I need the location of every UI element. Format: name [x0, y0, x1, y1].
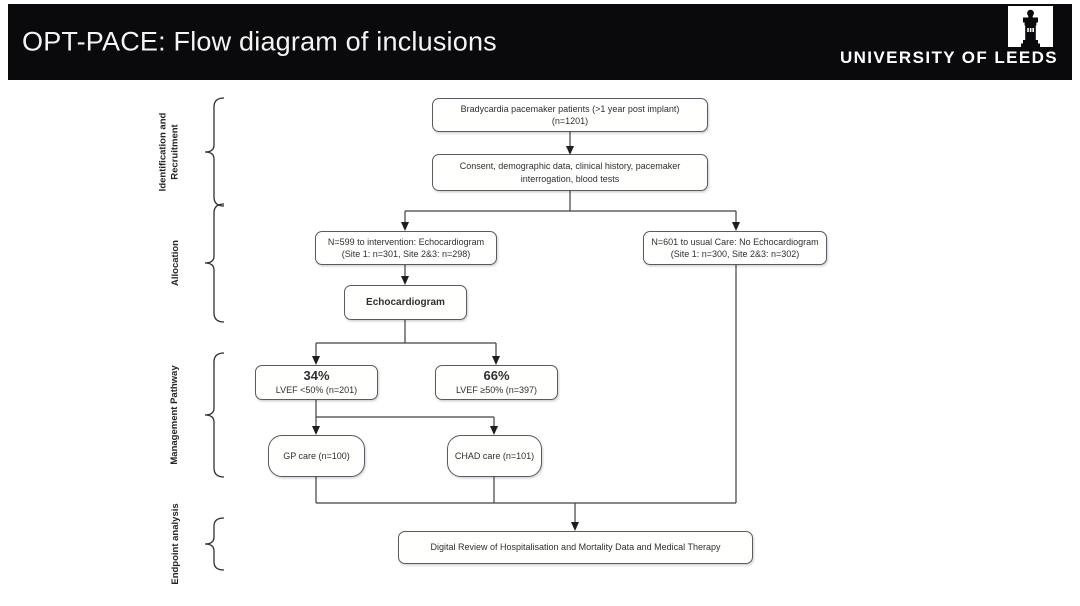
university-name: UNIVERSITY OF LEEDS: [839, 48, 1058, 67]
box-echocardiogram: Echocardiogram: [344, 285, 467, 320]
stage-label-endpoint: Endpoint analysis: [169, 503, 181, 585]
box-lvef-above-50: 66% LVEF ≥50% (n=397): [435, 365, 558, 400]
box-consent: Consent, demographic data, clinical hist…: [432, 154, 708, 191]
stage-label-identification: Identification and Recruitment: [157, 112, 181, 192]
box-digital-review: Digital Review of Hospitalisation and Mo…: [398, 531, 753, 564]
brace-management-icon: [204, 352, 225, 478]
box-chad-care: CHAD care (n=101): [447, 435, 542, 477]
stage-label-management: Management Pathway: [168, 365, 180, 465]
brace-identification-icon: [204, 97, 225, 207]
box-lvef-below-50: 34% LVEF <50% (n=201): [255, 365, 378, 400]
header-bar: OPT-PACE: Flow diagram of inclusions UNI…: [8, 4, 1072, 80]
box-intervention-echo: N=599 to intervention: Echocardiogram (S…: [315, 231, 497, 265]
leeds-tower-icon: [1021, 9, 1040, 47]
stage-label-allocation: Allocation: [169, 240, 181, 286]
box-usual-care: N=601 to usual Care: No Echocardiogram (…: [643, 231, 827, 265]
brace-endpoint-icon: [204, 517, 225, 571]
brace-allocation-icon: [204, 203, 225, 323]
box-gp-care: GP care (n=100): [268, 435, 365, 477]
page-title: OPT-PACE: Flow diagram of inclusions: [22, 26, 497, 57]
leeds-logo: [1008, 6, 1053, 47]
stage-braces: [204, 97, 225, 571]
box-bradycardia-patients: Bradycardia pacemaker patients (>1 year …: [432, 98, 708, 132]
